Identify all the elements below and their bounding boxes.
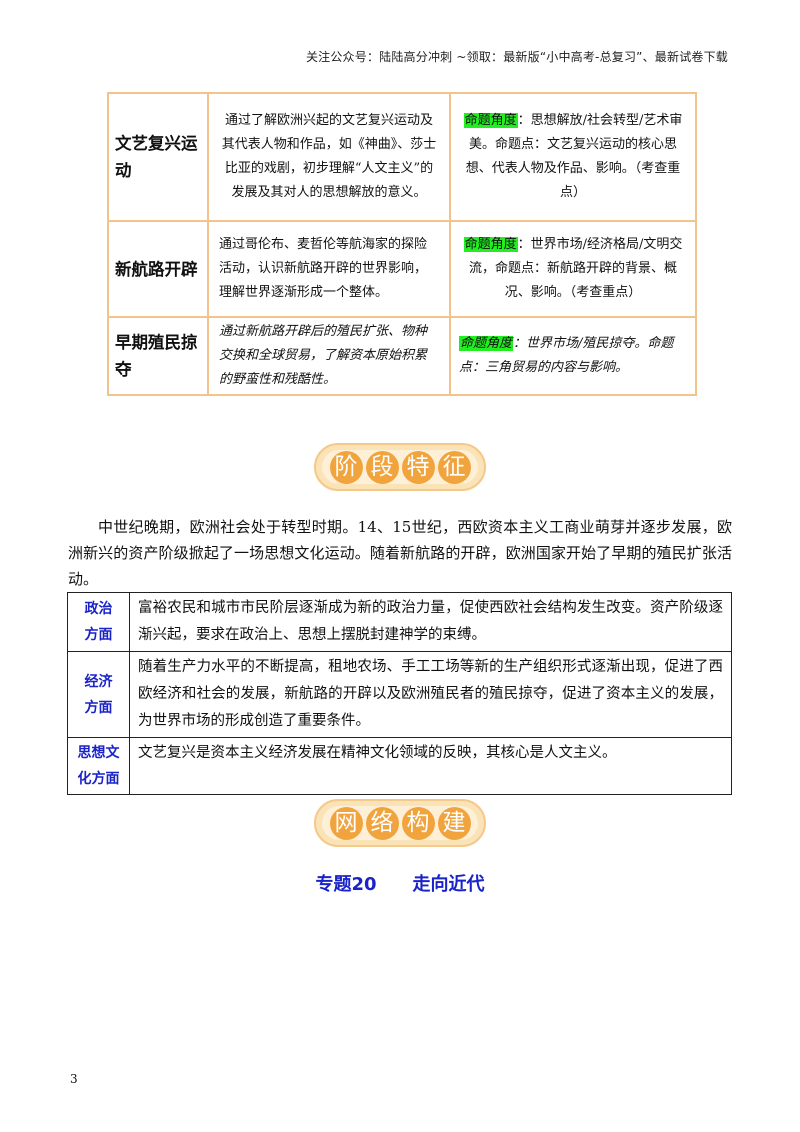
angle-text: ：世界市场/经济格局/文明交流，命题点：新航路开辟的背景、概况、影响。（考查重点… [468, 237, 683, 300]
topic-row: 文艺复兴运动 通过了解欧洲兴起的文艺复兴运动及其代表人物和作品，如《神曲》、莎士… [107, 92, 697, 222]
feature-label: 经济 方面 [67, 651, 130, 738]
section-banner-stage-features: 阶 段 特 征 [312, 440, 488, 494]
topic-name: 文艺复兴运动 [107, 92, 209, 222]
intro-paragraph: 中世纪晚期，欧洲社会处于转型时期。14、15世纪，西欧资本主义工商业萌芽并逐步发… [68, 518, 732, 588]
feature-label-line: 政治 [84, 601, 113, 617]
banner-char: 网 [329, 806, 363, 840]
angle-label-highlight: 命题角度 [459, 336, 514, 351]
section-banner-network-build: 网 络 构 建 [312, 796, 488, 850]
feature-row: 政治 方面 富裕农民和城市市民阶层逐渐成为新的政治力量，促使西欧社会结构发生改变… [67, 592, 732, 652]
feature-text: 随着生产力水平的不断提高，租地农场、手工工场等新的生产组织形式逐渐出现，促进了西… [129, 651, 732, 738]
banner-char: 征 [437, 450, 471, 484]
topic-title: 专题20 走向近代 [0, 870, 800, 896]
banner-char: 络 [365, 806, 399, 840]
topic-name: 新航路开辟 [107, 220, 209, 318]
topic-description: 通过新航路开辟后的殖民扩张、物种交换和全球贸易，了解资本原始积累的野蛮性和残酷性… [207, 316, 451, 396]
topic-row: 早期殖民掠夺 通过新航路开辟后的殖民扩张、物种交换和全球贸易，了解资本原始积累的… [107, 316, 697, 396]
topic-description: 通过了解欧洲兴起的文艺复兴运动及其代表人物和作品，如《神曲》、莎士比亚的戏剧，初… [207, 92, 451, 222]
page-number: 3 [70, 1072, 78, 1086]
feature-row: 经济 方面 随着生产力水平的不断提高，租地农场、手工工场等新的生产组织形式逐渐出… [67, 651, 732, 738]
topic-angle: 命题角度：思想解放/社会转型/艺术审美。命题点：文艺复兴运动的核心思想、代表人物… [449, 92, 697, 222]
feature-text: 文艺复兴是资本主义经济发展在精神文化领域的反映，其核心是人文主义。 [129, 737, 732, 795]
feature-label-line: 化方面 [77, 771, 120, 787]
topic-number: 专题20 [315, 874, 377, 895]
feature-row: 思想文 化方面 文艺复兴是资本主义经济发展在精神文化领域的反映，其核心是人文主义… [67, 737, 732, 795]
feature-table: 政治 方面 富裕农民和城市市民阶层逐渐成为新的政治力量，促使西欧社会结构发生改变… [67, 592, 732, 795]
topic-angle: 命题角度：世界市场/殖民掠夺。命题点：三角贸易的内容与影响。 [449, 316, 697, 396]
banner-char: 特 [401, 450, 435, 484]
topic-row: 新航路开辟 通过哥伦布、麦哲伦等航海家的探险活动，认识新航路开辟的世界影响，理解… [107, 220, 697, 318]
angle-label-highlight: 命题角度 [463, 113, 518, 128]
banner-char: 建 [437, 806, 471, 840]
banner-char: 段 [365, 450, 399, 484]
feature-label: 政治 方面 [67, 592, 130, 652]
header-promo-note: 关注公众号：陆陆高分冲刺 ~领取：最新版“小中高考-总复习”、最新试卷下载 [305, 50, 728, 64]
angle-text: ：世界市场/殖民掠夺。命题点：三角贸易的内容与影响。 [459, 336, 674, 375]
banner-char: 阶 [329, 450, 363, 484]
topic-angle: 命题角度：世界市场/经济格局/文明交流，命题点：新航路开辟的背景、概况、影响。（… [449, 220, 697, 318]
feature-label-line: 经济 [84, 673, 113, 690]
feature-text: 富裕农民和城市市民阶层逐渐成为新的政治力量，促使西欧社会结构发生改变。资产阶级逐… [129, 592, 732, 652]
topic-description: 通过哥伦布、麦哲伦等航海家的探险活动，认识新航路开辟的世界影响，理解世界逐渐形成… [207, 220, 451, 318]
feature-label-line: 思想文 [77, 745, 120, 761]
topic-table: 文艺复兴运动 通过了解欧洲兴起的文艺复兴运动及其代表人物和作品，如《神曲》、莎士… [107, 92, 697, 396]
angle-text: ：思想解放/社会转型/艺术审美。命题点：文艺复兴运动的核心思想、代表人物及作品、… [465, 113, 683, 200]
banner-char: 构 [401, 806, 435, 840]
topic-title-name: 走向近代 [412, 874, 485, 895]
topic-name: 早期殖民掠夺 [107, 316, 209, 396]
feature-label-line: 方面 [84, 627, 113, 643]
angle-label-highlight: 命题角度 [463, 237, 518, 252]
feature-label-line: 方面 [84, 699, 113, 716]
feature-label: 思想文 化方面 [67, 737, 130, 795]
